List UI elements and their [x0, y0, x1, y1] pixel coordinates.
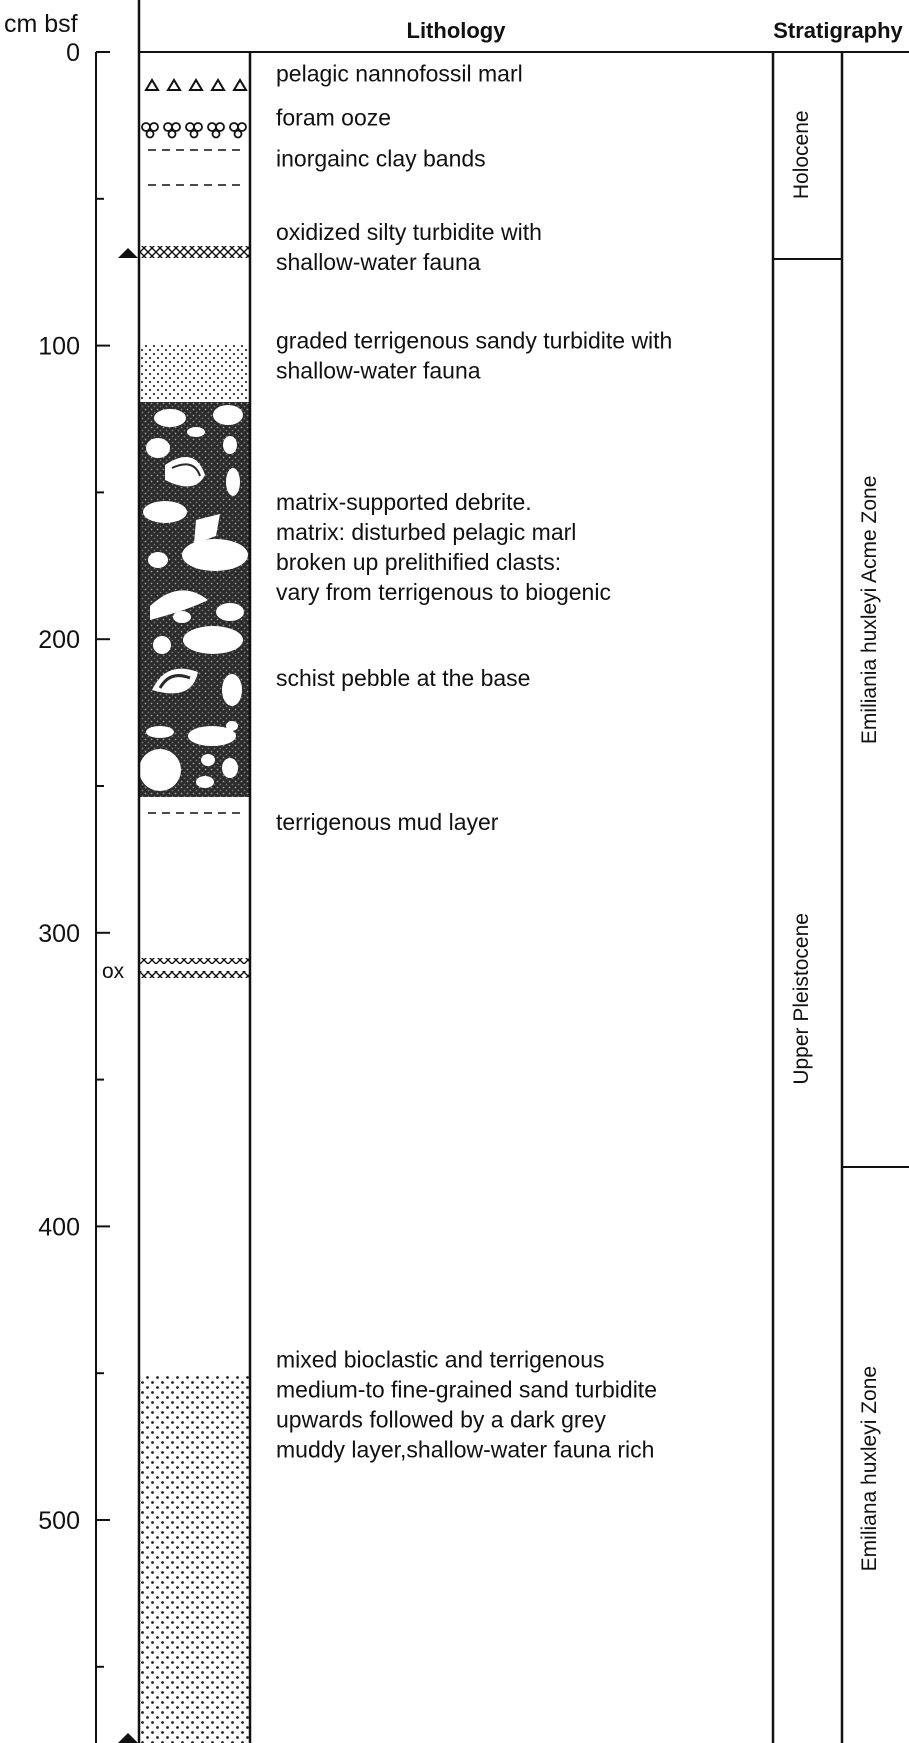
marker-triangle-top [118, 248, 138, 258]
depth-tick-label: 200 [38, 626, 80, 654]
depth-tick-label: 300 [38, 920, 80, 948]
lithology-description-line: inorgainc clay bands [276, 146, 486, 172]
lithology-description-line: pelagic nannofossil marl [276, 60, 523, 86]
lithology-description-line: oxidized silty turbidite with [276, 219, 542, 245]
graded-sand-turbidite [140, 344, 249, 400]
lithology-description-line: muddy layer,shallow-water fauna rich [276, 1436, 654, 1462]
zone-label: Emiliana huxleyi Zone [858, 1366, 881, 1571]
lithology-header: Lithology [407, 18, 507, 43]
clay-band-lines [148, 149, 244, 814]
core-column [137, 0, 252, 1743]
depth-tick-label: 400 [38, 1213, 80, 1241]
debrite-layer [139, 402, 249, 797]
foram-ooze-symbols [141, 122, 247, 139]
mixed-sand-turbidite [140, 1375, 249, 1743]
lithology-description-line: medium-to fine-grained sand turbidite [276, 1376, 657, 1402]
lithology-description-line: vary from terrigenous to biogenic [276, 579, 611, 605]
stratigraphy-header: Stratigraphy [773, 18, 903, 43]
series-label: Holocene [790, 110, 813, 199]
nannofossil-marl-symbols [144, 78, 248, 91]
depth-unit-label: cm bsf [4, 10, 78, 38]
lithology-description-line: shallow-water fauna [276, 358, 481, 384]
lithology-description-line: graded terrigenous sandy turbidite with [276, 328, 672, 354]
depth-tick-label: 100 [38, 333, 80, 361]
lithology-descriptions: pelagic nannofossil marl foram ooze inorga… [276, 60, 672, 1462]
lithology-description-line: terrigenous mud layer [276, 809, 499, 835]
ox-layer-upper [140, 958, 249, 964]
lithology-description-line: broken up prelithified clasts: [276, 549, 561, 575]
lithology-description-line: mixed bioclastic and terrigenous [276, 1346, 605, 1372]
marker-triangle-bottom [118, 1733, 138, 1743]
oxidized-silty-turbidite [140, 246, 249, 258]
lithology-description-line: upwards followed by a dark grey [276, 1406, 606, 1432]
lithology-description-line: shallow-water fauna [276, 249, 481, 275]
depth-ticks: 0 100 200 300 400 500 [38, 39, 110, 1668]
depth-tick-label: 500 [38, 1507, 80, 1535]
lithology-description-line: matrix-supported debrite. [276, 489, 532, 515]
ox-marker-label: ox [102, 960, 125, 983]
series-label: Upper Pleistocene [790, 913, 813, 1085]
lithology-description-line: schist pebble at the base [276, 665, 530, 691]
depth-tick-label: 0 [66, 39, 80, 67]
lithology-description-line: foram ooze [276, 104, 391, 130]
ox-layer-lower [140, 971, 249, 978]
lithology-description-line: matrix: disturbed pelagic marl [276, 519, 576, 545]
zone-label: Emiliania huxleyi Acme Zone [858, 476, 881, 744]
